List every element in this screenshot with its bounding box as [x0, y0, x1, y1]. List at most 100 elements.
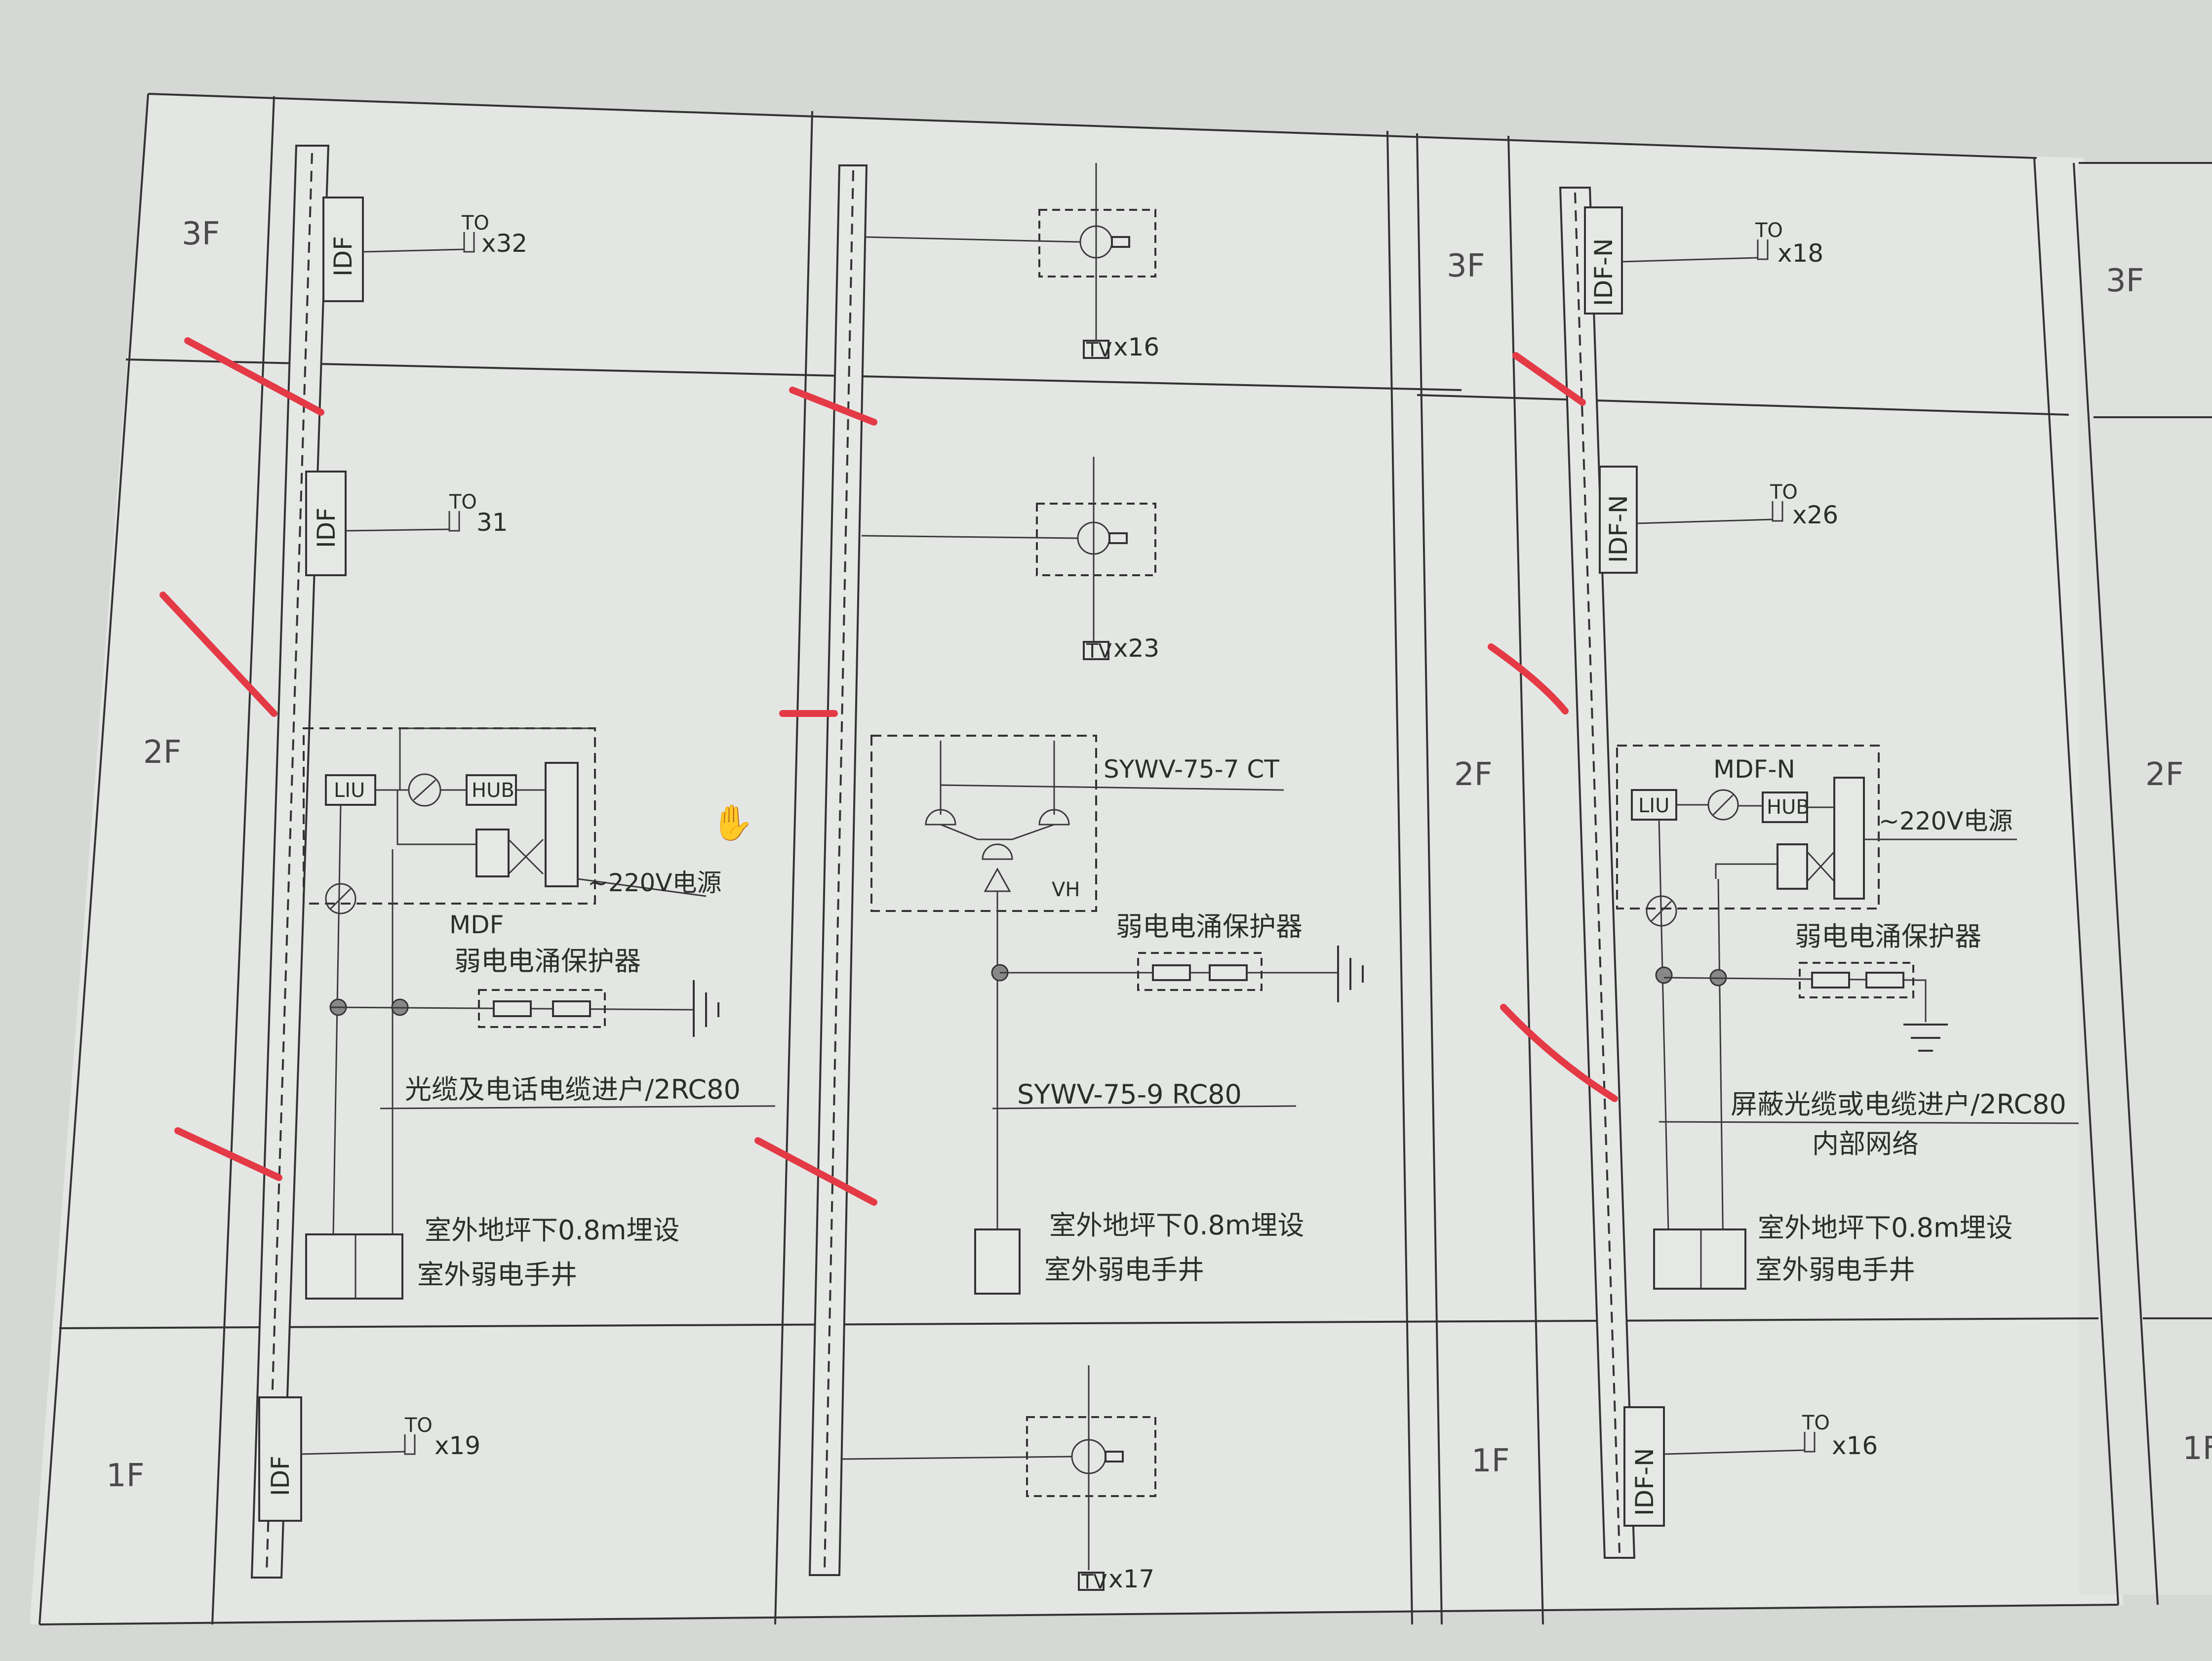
- liu-label: LIU: [334, 779, 365, 802]
- to-label-p3-2f: TO: [1770, 481, 1798, 504]
- red-annotations: [159, 337, 1618, 1206]
- red-mark-6: [754, 1137, 877, 1206]
- idf-n-box-3f: [1584, 206, 1623, 315]
- protector-label-2: 弱电电涌保护器: [1116, 911, 1303, 942]
- floor-label-1f: 1F: [106, 1458, 145, 1494]
- tv-splitter-3f: [1038, 209, 1156, 277]
- to-count-2f: 31: [476, 508, 508, 537]
- floor-label-2f-p3: 2F: [1454, 756, 1493, 793]
- idf-n-box-2f: [1599, 466, 1638, 574]
- tv-count-3f: x16: [1113, 333, 1159, 361]
- idf-box-3f: [322, 197, 364, 302]
- ground-symbol-1: [693, 980, 719, 1037]
- idf-box-2f: [305, 471, 347, 576]
- ground-symbol-2: [1337, 946, 1364, 1002]
- red-mark-1: [184, 337, 324, 416]
- vh-label: VH: [1052, 878, 1080, 901]
- rack-box-3: [1833, 777, 1865, 900]
- mdf-n-label: MDF-N: [1713, 755, 1795, 784]
- bury-label-2: 室外地坪下0.8m埋设: [1049, 1210, 1304, 1241]
- idf-label-3f: IDF: [329, 236, 357, 277]
- switch-box: [475, 829, 510, 877]
- hub-box: [466, 774, 517, 806]
- panel-3: IDF-N TO x18 IDF-N TO x26 MDF-N LIU HUB …: [1559, 187, 2079, 1559]
- bury-label-3: 室外地坪下0.8m埋设: [1758, 1212, 2013, 1243]
- idf-n-label-2f: IDF-N: [1604, 495, 1633, 563]
- tv-label-2f: TV: [1086, 640, 1112, 663]
- hand-cursor-icon: ✋: [711, 802, 754, 843]
- floor-label-2f-p4: 2F: [2145, 756, 2184, 793]
- protector-label-1: 弱电电涌保护器: [454, 946, 641, 977]
- red-mark-3: [174, 1127, 282, 1181]
- idf-n-box-1f: [1623, 1406, 1665, 1527]
- to-label-p3-1f: TO: [1802, 1412, 1830, 1434]
- tv-label-1f: TV: [1081, 1571, 1107, 1593]
- surge-protector-3: [1799, 962, 1914, 998]
- red-mark-9: [1500, 1004, 1618, 1102]
- to-label-3f: TO: [461, 212, 489, 235]
- idf-n-label-1f: IDF-N: [1630, 1448, 1659, 1516]
- to-count-p3-2f: x26: [1792, 501, 1838, 529]
- floor-label-1f-p4: 1F: [2182, 1430, 2212, 1467]
- hub-label: HUB: [472, 779, 514, 802]
- tv-label-3f: TV: [1086, 339, 1112, 361]
- panel-1: IDF TO x32 IDF TO 31 LIU HUB ~220V电源 MDF: [250, 145, 776, 1579]
- ground-symbol-3: [1903, 1024, 1948, 1052]
- cable-entry-label-2: SYWV-75-9 RC80: [1017, 1079, 1242, 1110]
- cable-entry-label-1: 光缆及电话电缆进户/2RC80: [405, 1074, 741, 1105]
- next-panel-area: [2079, 163, 2212, 1595]
- rack-box: [545, 762, 579, 887]
- cable-entry-label-3: 屏蔽光缆或电缆进户/2RC80: [1731, 1089, 2066, 1120]
- tv-splitter-2f: [1036, 503, 1156, 576]
- to-label-p3-3f: TO: [1755, 219, 1783, 242]
- idf-n-label-3f: IDF-N: [1589, 238, 1618, 306]
- red-mark-7: [1512, 352, 1586, 406]
- mdf-label: MDF: [449, 910, 504, 939]
- tv-outlet-icon-2f: [1083, 641, 1109, 660]
- drawing-sheet: [30, 94, 2123, 1624]
- red-mark-2: [159, 592, 277, 717]
- idf-label-1f: IDF: [266, 1456, 295, 1496]
- floor-label-3f-p4: 3F: [2106, 263, 2144, 299]
- liu-label-3: LIU: [1638, 794, 1669, 817]
- power-label-1: ~220V电源: [588, 869, 722, 897]
- to-outlet-icon-2f: [448, 511, 460, 532]
- mdf-n-enclosure: [1616, 745, 1880, 910]
- tv-count-1f: x17: [1108, 1565, 1154, 1593]
- to-count-p3-1f: x16: [1832, 1431, 1878, 1460]
- bury-label-1: 室外地坪下0.8m埋设: [425, 1215, 679, 1246]
- splice-icon: [325, 883, 356, 914]
- floor-label-3f: 3F: [182, 216, 220, 252]
- floor-label-3f-p3: 3F: [1447, 248, 1485, 284]
- to-count-1f: x19: [434, 1431, 480, 1460]
- power-label-3: ~220V电源: [1879, 807, 2013, 835]
- network-label: 内部网络: [1812, 1128, 1919, 1159]
- handhole-label-2: 室外弱电手井: [1044, 1254, 1204, 1285]
- to-label-1f: TO: [404, 1414, 433, 1437]
- surge-protector-1: [478, 989, 606, 1028]
- splitter-icon-right: [1038, 809, 1070, 826]
- amplifier-enclosure: [870, 735, 1097, 912]
- handhole-box-1: [305, 1233, 403, 1300]
- tv-count-2f: x23: [1113, 634, 1159, 663]
- floor-label-1f-p3: 1F: [1471, 1443, 1510, 1479]
- switch-box-3: [1777, 843, 1808, 890]
- vh-icon: [982, 843, 1013, 860]
- to-outlet-icon-1f: [404, 1434, 416, 1455]
- breaker-icon-3: [1806, 851, 1835, 882]
- to-label-2f: TO: [449, 491, 477, 514]
- to-outlet-icon-p3-3f: [1757, 239, 1769, 260]
- handhole-label-1: 室外弱电手井: [417, 1259, 577, 1290]
- red-mark-8: [1488, 643, 1569, 714]
- floor-label-2f: 2F: [143, 734, 182, 771]
- tv-outlet-icon-1f: [1078, 1572, 1105, 1591]
- panel-2: TV x16 TV x23 SYWV-75-7 CT VH 弱电电涌保护器: [808, 163, 1364, 1593]
- hub-label-3: HUB: [1767, 796, 1810, 819]
- cable-top-label: SYWV-75-7 CT: [1104, 755, 1279, 784]
- frame-lines: [39, 93, 2212, 1625]
- to-outlet-icon-3f: [463, 232, 475, 253]
- handhole-box-3: [1653, 1228, 1746, 1290]
- splitter-icon-left: [925, 809, 956, 826]
- handhole-box-2: [974, 1228, 1021, 1295]
